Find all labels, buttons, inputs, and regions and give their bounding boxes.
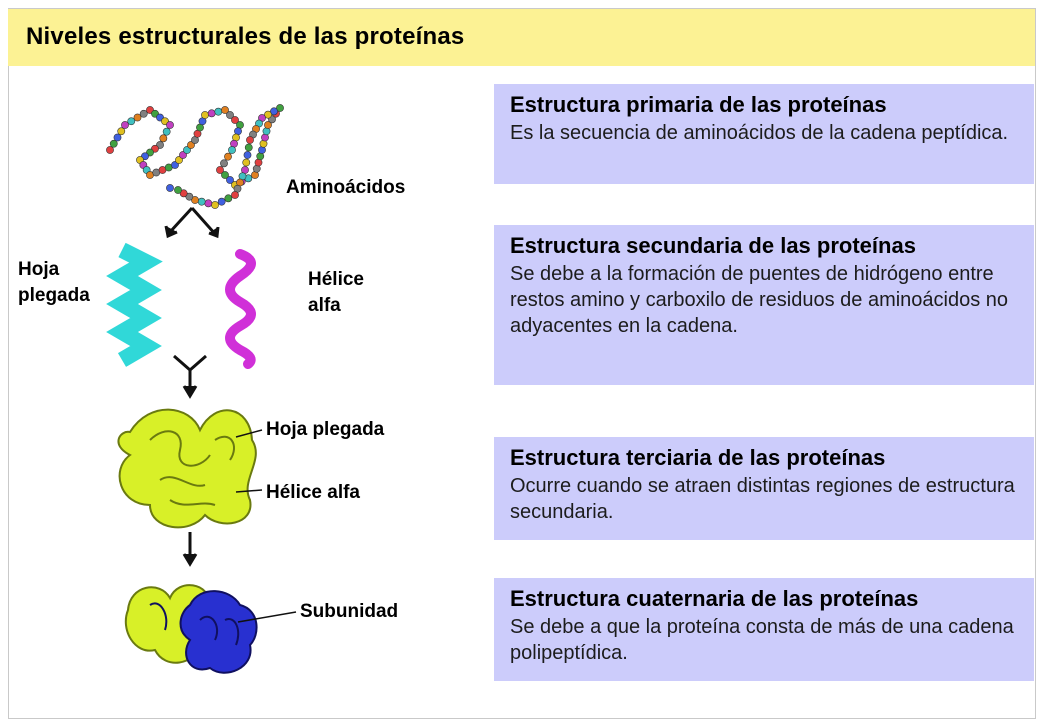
- amino-acid-bead: [109, 139, 118, 148]
- quaternary-structure-box: Estructura cuaternaria de las proteínas …: [494, 578, 1034, 681]
- amino-acid-bead: [231, 191, 239, 199]
- amino-acid-bead: [113, 133, 122, 142]
- amino-acid-bead: [133, 113, 142, 122]
- amino-acid-bead: [246, 136, 254, 144]
- amino-acid-bead: [276, 104, 284, 112]
- amino-acid-bead: [224, 152, 232, 161]
- tertiary-structure-text: Ocurre cuando se atraen distintas region…: [510, 475, 1015, 523]
- merge-arrow: [173, 354, 207, 399]
- amino-acid-bead: [207, 109, 216, 118]
- amino-acid-bead: [270, 107, 278, 116]
- amino-acid-bead: [214, 107, 223, 116]
- amino-acid-bead: [191, 196, 199, 204]
- amino-acid-bead: [204, 199, 213, 208]
- amino-acid-bead: [211, 201, 219, 209]
- label-helice-line1: Hélice: [308, 269, 364, 290]
- secondary-structure-text: Se debe a la formación de puentes de hid…: [510, 263, 1009, 337]
- amino-acid-bead: [220, 159, 228, 168]
- amino-acid-bead: [174, 186, 182, 194]
- tertiary-pointer-lines: [235, 429, 263, 493]
- amino-acid-bead: [264, 110, 272, 119]
- primary-structure-heading: Estructura primaria de las proteínas: [510, 92, 887, 117]
- amino-acid-bead: [117, 127, 126, 136]
- amino-acid-bead: [166, 121, 174, 129]
- amino-acid-bead: [221, 106, 229, 114]
- label-helice-line2: alfa: [308, 295, 341, 316]
- amino-acid-bead: [179, 189, 188, 198]
- label-hoja-line2: plegada: [18, 285, 90, 306]
- label-hoja-plegada-tertiary: Hoja plegada: [266, 419, 385, 440]
- subunit-pointer-line: [237, 611, 297, 623]
- amino-acid-chain: [106, 104, 284, 209]
- page-title: Niveles estructurales de las proteínas: [26, 23, 465, 50]
- amino-acid-bead: [166, 184, 174, 192]
- secondary-structure-heading: Estructura secundaria de las proteínas: [510, 233, 916, 258]
- amino-acid-bead: [244, 143, 253, 152]
- label-hoja-line1: Hoja: [18, 259, 60, 280]
- tertiary-structure: [117, 408, 257, 529]
- amino-acid-bead: [217, 197, 226, 206]
- primary-structure-text: Es la secuencia de aminoácidos de la cad…: [510, 122, 1009, 144]
- secondary-structure-box: Estructura secundaria de las proteínas S…: [494, 225, 1034, 385]
- amino-acid-bead: [231, 116, 239, 124]
- tertiary-structure-heading: Estructura terciaria de las proteínas: [510, 445, 886, 470]
- amino-acid-bead: [197, 197, 206, 206]
- amino-acid-bead: [228, 146, 236, 154]
- amino-acid-bead: [243, 151, 252, 159]
- amino-acid-bead: [127, 117, 136, 126]
- pleated-sheet-ribbon: [106, 242, 163, 367]
- quaternary-structure: [124, 584, 258, 674]
- amino-acid-bead: [121, 121, 129, 129]
- amino-acid-bead: [201, 111, 209, 119]
- amino-acid-bead: [224, 194, 233, 203]
- amino-acid-bead: [159, 134, 168, 143]
- amino-acid-bead: [139, 109, 148, 118]
- amino-acid-bead: [216, 166, 224, 174]
- amino-acid-bead: [106, 146, 114, 154]
- quaternary-structure-heading: Estructura cuaternaria de las proteínas: [510, 586, 919, 611]
- amino-acid-bead: [162, 127, 171, 136]
- amino-acid-bead: [185, 192, 194, 201]
- primary-structure-box: Estructura primaria de las proteínas Es …: [494, 84, 1034, 184]
- quaternary-structure-text: Se debe a que la proteína consta de más …: [510, 616, 1014, 664]
- tertiary-structure-box: Estructura terciaria de las proteínas Oc…: [494, 437, 1034, 540]
- amino-acid-bead: [264, 121, 272, 129]
- alpha-helix-ribbon: [225, 249, 256, 369]
- amino-acid-bead: [226, 111, 234, 119]
- label-subunidad: Subunidad: [300, 601, 399, 622]
- amino-acid-bead: [221, 171, 229, 179]
- down-arrow: [182, 532, 198, 567]
- amino-acid-bead: [242, 158, 251, 167]
- label-helice-alfa-tertiary: Hélice alfa: [266, 482, 360, 503]
- label-aminoacidos: Aminoácidos: [286, 177, 406, 198]
- amino-acid-bead: [226, 176, 234, 184]
- title-bar: [8, 9, 1035, 66]
- split-arrows: [164, 206, 220, 239]
